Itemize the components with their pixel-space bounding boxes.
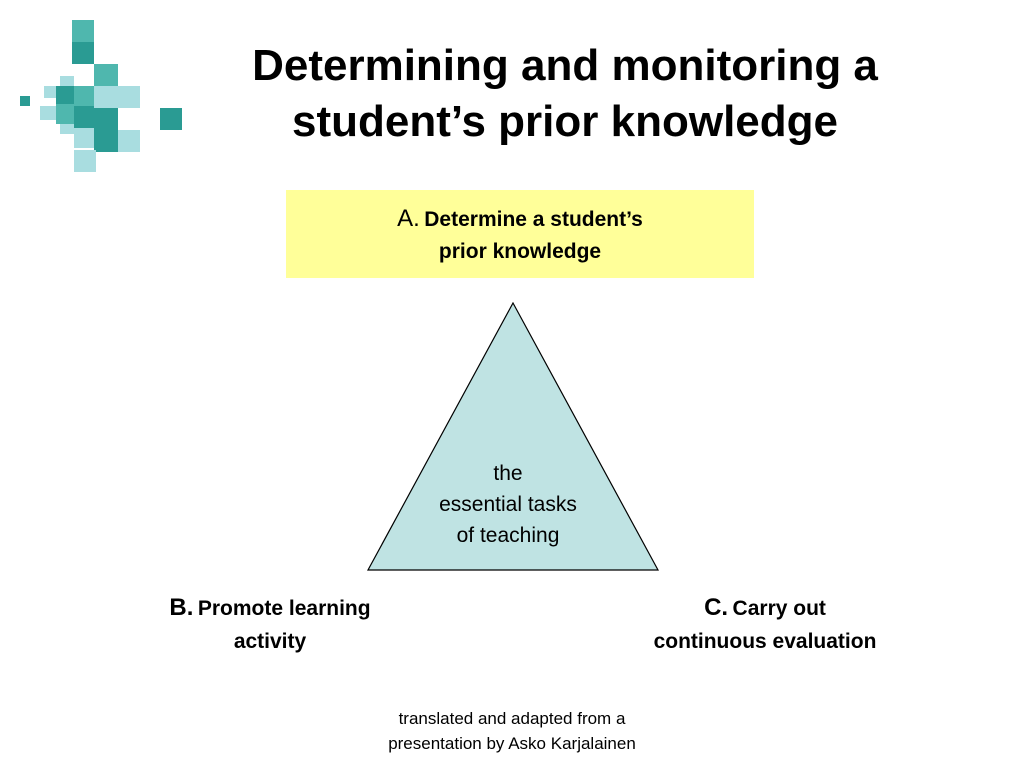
center-line-3: of teaching [456,524,560,547]
slide-title: Determining and monitoring a student’s p… [175,38,955,150]
center-line-1: the [493,462,523,485]
task-c-letter: C. [704,594,729,621]
task-c-label: C. Carry out continuous evaluation [600,592,930,658]
triangle-center-label: the essential tasks of teaching [408,458,608,551]
task-a-line-2: prior knowledge [438,240,602,263]
center-line-2: essential tasks [439,493,577,516]
task-a-line-1: Determine a student’s [424,208,643,231]
decorative-squares-logo [0,0,200,190]
title-line-2: student’s prior knowledge [292,97,838,146]
task-b-label: B. Promote learning activity [120,592,420,658]
task-a-box: A. Determine a student’s prior knowledge [286,190,754,278]
teaching-triangle [366,302,660,571]
task-a-letter: A. [397,205,420,232]
attribution-footer: translated and adapted from a presentati… [332,706,692,756]
task-b-letter: B. [169,594,194,621]
title-line-1: Determining and monitoring a [252,41,878,90]
task-b-line-1: Promote learning [197,597,371,620]
footer-line-1: translated and adapted from a [398,709,626,728]
footer-line-2: presentation by Asko Karjalainen [388,734,636,753]
triangle-shape [366,302,660,571]
task-c-line-1: Carry out [732,597,826,620]
task-c-line-2: continuous evaluation [653,630,877,653]
task-b-line-2: activity [233,630,307,653]
